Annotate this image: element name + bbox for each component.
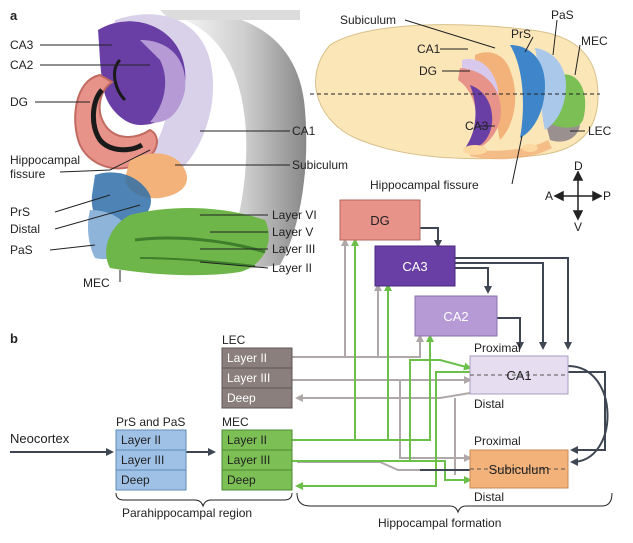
compass-v: V (574, 220, 582, 234)
panel-a-letter: a (10, 8, 18, 23)
brace-hippocampal: Hippocampal formation (378, 516, 501, 530)
brace-parahippocampal: Parahippocampal region (122, 506, 252, 520)
label-layer-v: Layer V (272, 225, 313, 239)
dg-box-label: DG (370, 213, 390, 228)
ca3-box-label: CA3 (402, 259, 427, 274)
label-ca3-brain: CA3 (465, 119, 489, 133)
subiculum-proximal: Proximal (474, 434, 521, 448)
prs-deep: Deep (121, 473, 150, 487)
label-pas-section: PaS (10, 243, 33, 257)
ca1-distal: Distal (474, 397, 504, 411)
green-pathways (292, 238, 472, 490)
braces (115, 492, 613, 514)
compass-p: P (603, 189, 611, 203)
subiculum-distal: Distal (474, 490, 504, 504)
dark-pathways (10, 227, 609, 471)
label-layer-vi: Layer VI (272, 208, 317, 222)
subiculum-box: Subiculum (469, 449, 569, 489)
brain-leader-lines (404, 19, 585, 185)
label-ca1-brain: CA1 (417, 42, 441, 56)
prs-pas-stack: Layer II Layer III Deep (115, 429, 187, 491)
mec-layer-ii: Layer II (227, 433, 267, 447)
lec-deep: Deep (227, 391, 256, 405)
label-hippocampal-fissure-brain: Hippocampal fissure (370, 178, 479, 192)
label-distal-section: Distal (10, 222, 40, 236)
label-lec-brain: LEC (588, 124, 612, 138)
label-ca3-section: CA3 (10, 38, 34, 52)
label-prs-brain: PrS (511, 27, 531, 41)
label-subiculum-section: Subiculum (292, 158, 348, 172)
prs-layer-ii: Layer II (121, 433, 161, 447)
dg-box: DG (339, 199, 421, 241)
label-layer-ii: Layer II (272, 261, 312, 275)
ca1-proximal: Proximal (474, 341, 521, 355)
lec-layer-ii: Layer II (227, 351, 267, 365)
subiculum-box-label: Subiculum (489, 462, 550, 477)
prs-layer-iii: Layer III (121, 453, 164, 467)
ca2-box-label: CA2 (443, 309, 468, 324)
prs-pas-title: PrS and PaS (116, 415, 185, 429)
label-mec-section: MEC (83, 276, 110, 290)
label-dg-brain: DG (419, 64, 437, 78)
label-pas-brain: PaS (551, 8, 574, 22)
label-prs-section: PrS (10, 205, 30, 219)
label-mec-brain: MEC (581, 34, 608, 48)
label-ca1-section: CA1 (292, 124, 316, 138)
neocortex-label: Neocortex (10, 431, 70, 446)
section-leader-lines (35, 44, 290, 282)
label-ca2-section: CA2 (10, 58, 34, 72)
lec-stack: Layer II Layer III Deep (221, 347, 293, 409)
compass-d: D (574, 159, 583, 173)
mec-layer-iii: Layer III (227, 453, 270, 467)
mec-title: MEC (222, 415, 249, 429)
mec-stack: Layer II Layer III Deep (221, 429, 293, 491)
ca1-box: CA1 (469, 355, 569, 395)
brain-schematic (310, 24, 600, 160)
lec-layer-iii: Layer III (227, 371, 270, 385)
label-fissure: fissure (10, 167, 46, 181)
compass-a: A (545, 189, 553, 203)
orientation-compass (553, 170, 603, 221)
lec-title: LEC (222, 333, 246, 347)
label-subiculum-brain: Subiculum (340, 13, 396, 27)
mec-deep: Deep (227, 473, 256, 487)
label-hippocampal: Hippocampal (10, 153, 80, 167)
histology-section (74, 10, 307, 276)
label-layer-iii: Layer III (272, 242, 315, 256)
panel-b-letter: b (10, 331, 18, 346)
ca2-box: CA2 (414, 295, 498, 337)
ca1-box-label: CA1 (506, 368, 531, 383)
label-dg-section: DG (10, 95, 28, 109)
ca3-box: CA3 (374, 245, 456, 287)
